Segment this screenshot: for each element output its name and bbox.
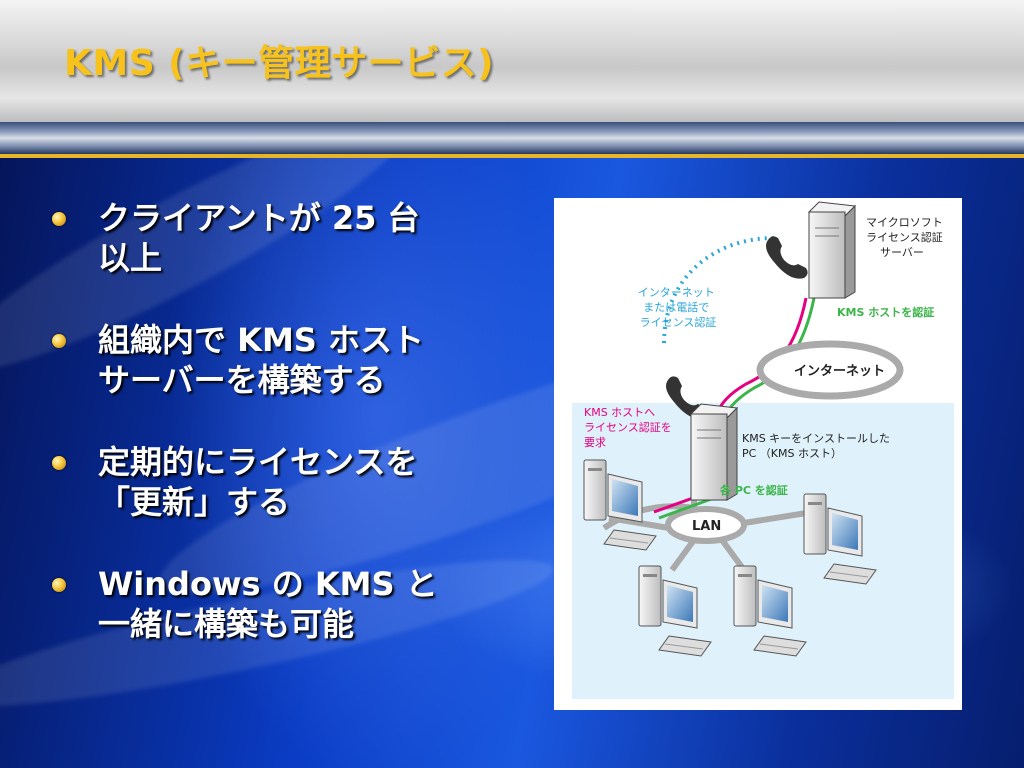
bullet-item: Windows の KMS と一緒に構築も可能 — [50, 564, 520, 644]
svg-text:インターネット または電話で ライセ: インターネット または電話で ライセンス認証 — [638, 286, 719, 329]
svg-text:KMS キーをインストールした PC （KMS: KMS キーをインストールした PC （KMS ホスト） — [742, 432, 893, 460]
bullet-text: 組織内で KMS ホストサーバーを構築する — [98, 321, 424, 399]
bullet-icon — [52, 334, 66, 348]
svg-text:KMS ホストを認証: KMS ホストを認証 — [837, 305, 934, 319]
bullet-item: クライアントが 25 台以上 — [50, 198, 520, 278]
svg-text:KMS ホストへ ライセンス認証を: KMS ホストへ ライセンス認証を 要求 — [584, 406, 675, 449]
title-bar: KMS (キー管理サービス) — [0, 0, 1024, 122]
slide-title: KMS (キー管理サービス) — [64, 43, 495, 84]
bullet-text: 定期的にライセンスを「更新」する — [98, 443, 418, 521]
bullet-text: Windows の KMS と一緒に構築も可能 — [98, 565, 438, 643]
bullet-text: クライアントが 25 台以上 — [98, 199, 420, 277]
bullet-item: 組織内で KMS ホストサーバーを構築する — [50, 320, 520, 400]
svg-text:各 PC を認証: 各 PC を認証 — [719, 483, 788, 497]
gold-divider — [0, 154, 1024, 158]
metal-band — [0, 122, 1024, 154]
svg-text:LAN: LAN — [692, 519, 721, 534]
bullet-icon — [52, 212, 66, 226]
svg-text:インターネット: インターネット — [794, 364, 885, 379]
kms-network-diagram: マイクロソフト ライセンス認証 サーバー KMS ホストを認証 インターネット … — [554, 198, 962, 710]
internet-cloud — [756, 340, 904, 400]
bullet-list: クライアントが 25 台以上 組織内で KMS ホストサーバーを構築する 定期的… — [50, 198, 520, 686]
bullet-item: 定期的にライセンスを「更新」する — [50, 442, 520, 522]
ms-server-icon — [808, 201, 856, 299]
svg-text:マイクロソフト ライセンス認証 サー: マイクロソフト ライセンス認証 サーバー — [866, 216, 946, 259]
bullet-icon — [52, 456, 66, 470]
bullet-icon — [52, 578, 66, 592]
